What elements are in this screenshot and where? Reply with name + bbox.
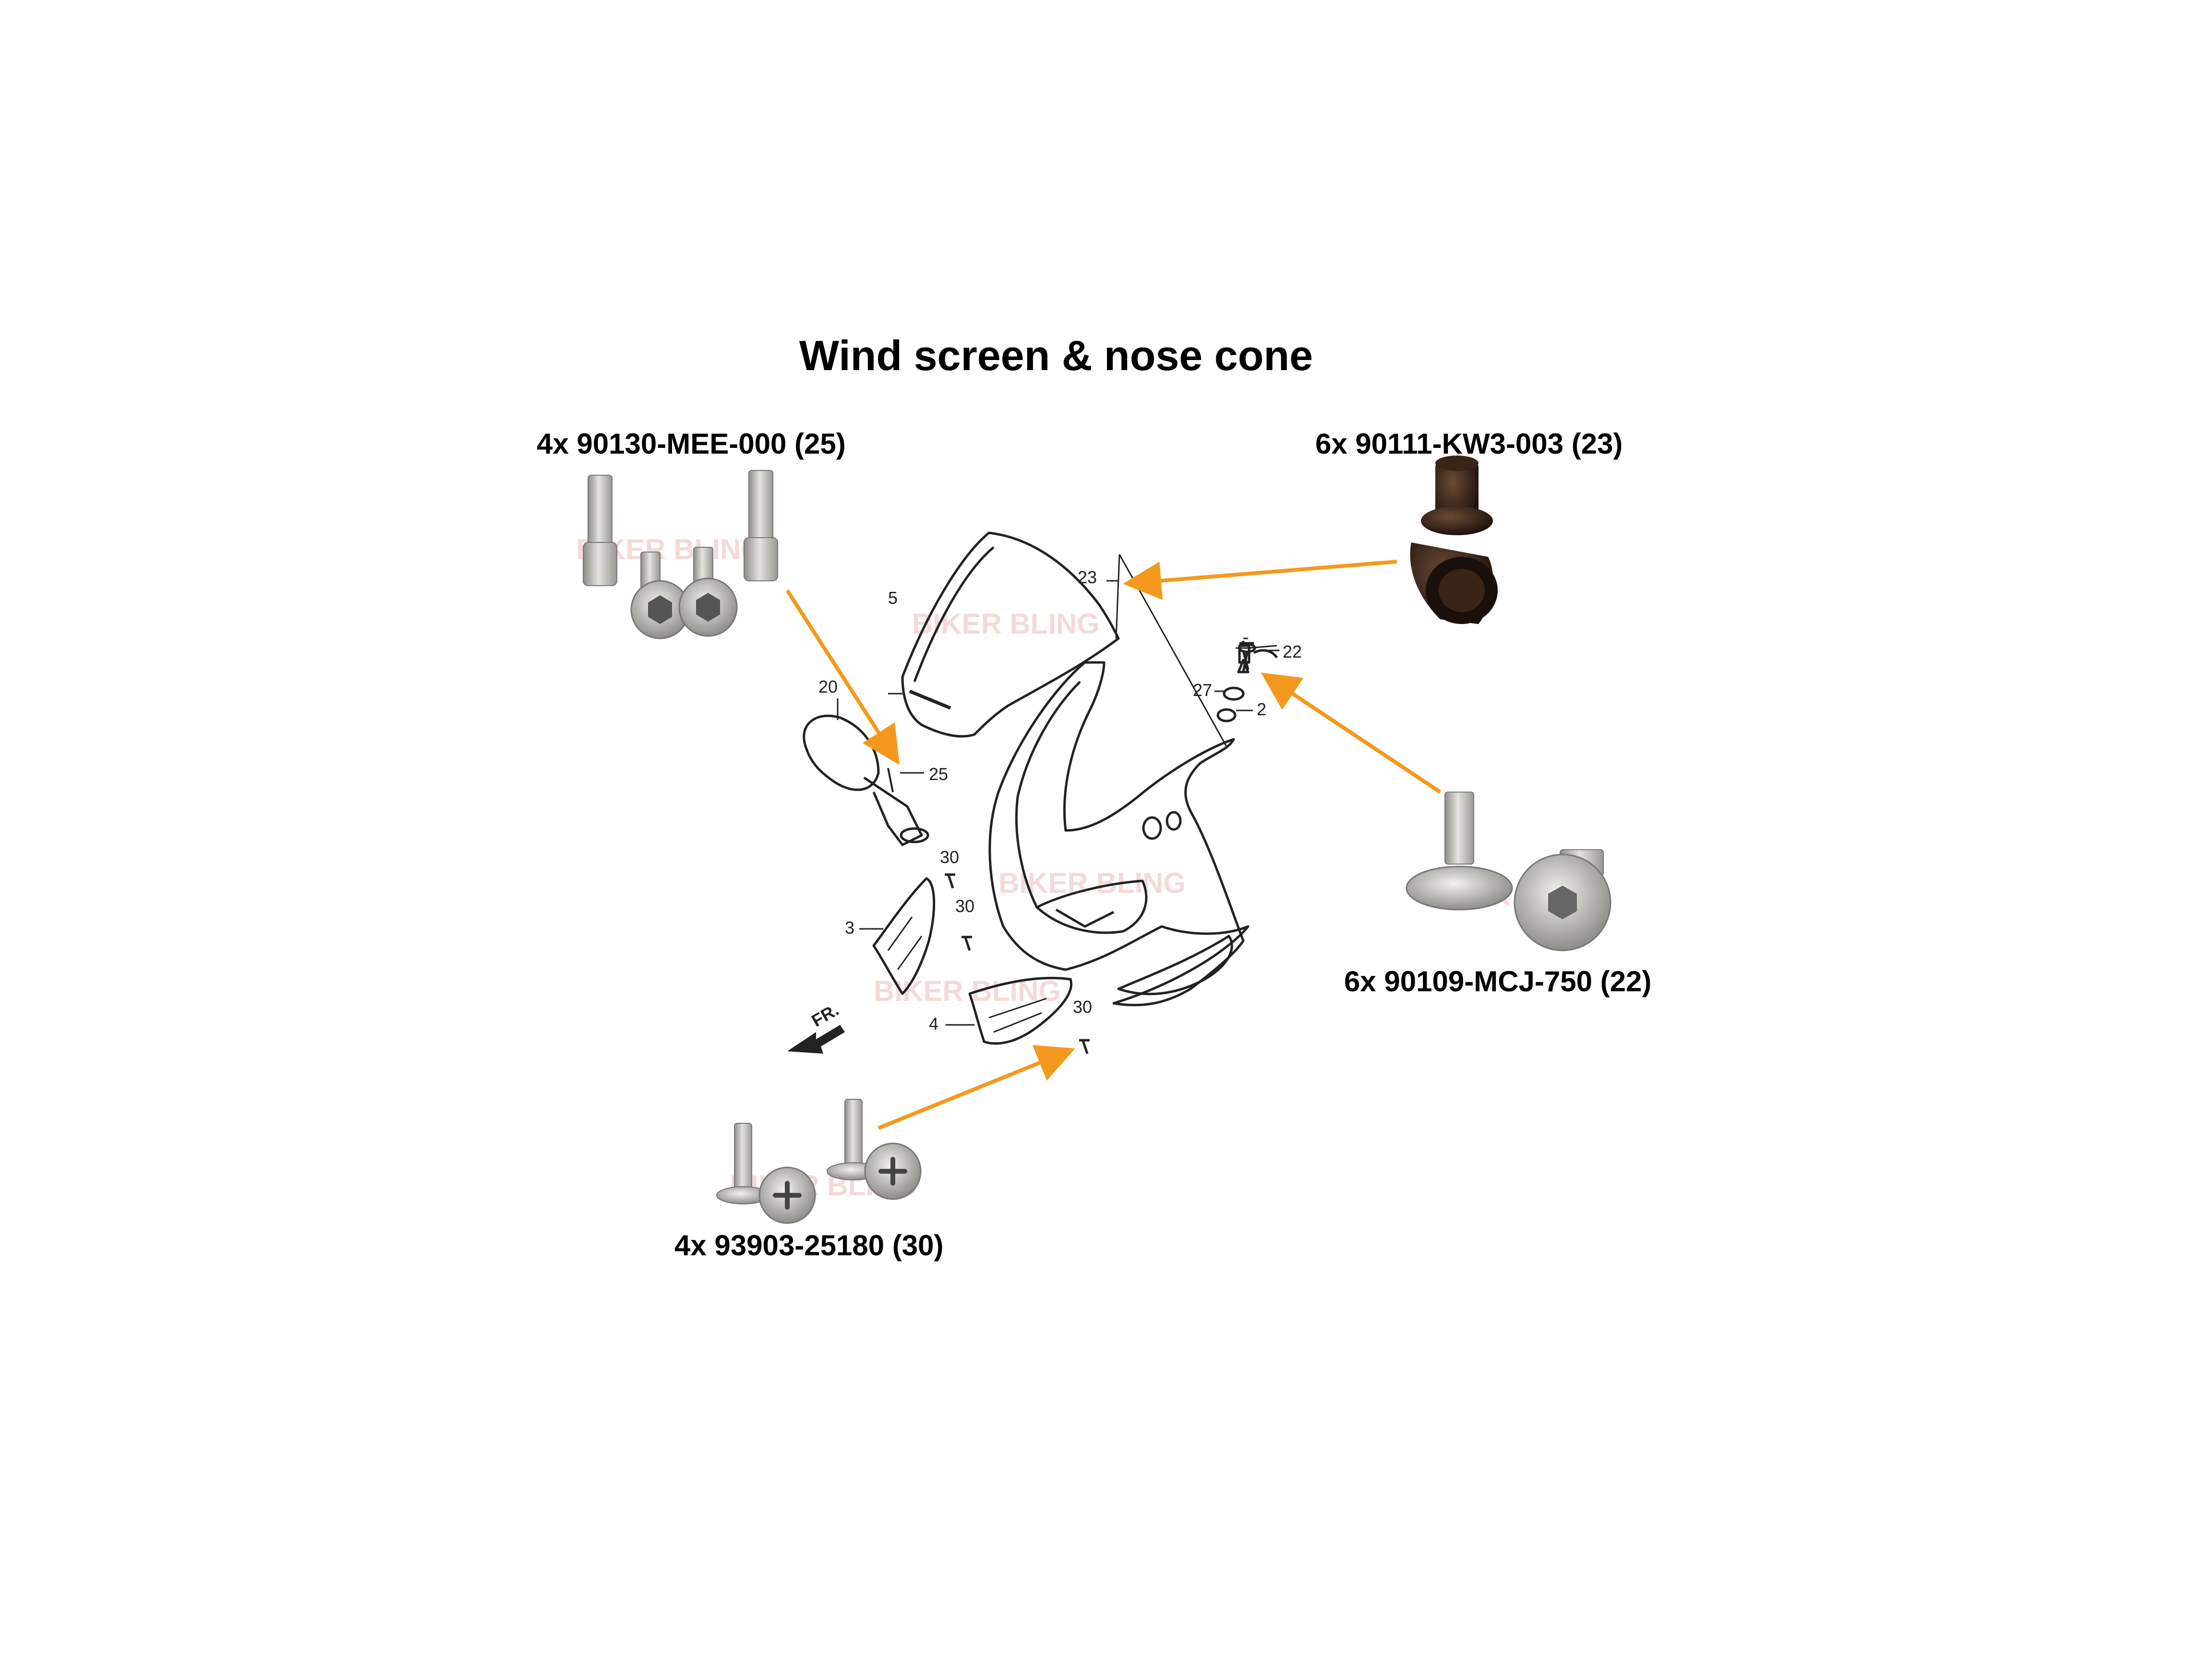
inner-panel-3 [872,877,936,995]
callout-3: 3 [845,918,854,938]
cowl-hole [1142,816,1162,840]
upper-cowl-inner-line [1015,681,1081,908]
bolts-22-photo [1406,792,1611,951]
page-title: Wind screen & nose cone [799,332,1313,379]
grommet-2 [1216,708,1237,722]
lower-duct [1117,935,1233,996]
front-arrow-icon [787,1025,845,1054]
callout-2: 2 [1257,699,1266,719]
screws-30-photo [716,1099,922,1224]
windscreen-outline [901,531,1120,738]
arrow-to-screw [878,1045,1075,1130]
lower-panel-4-ribs [988,998,1047,1033]
washer-27 [1223,686,1245,701]
callout-27: 27 [1193,680,1212,700]
mirror-base [900,827,929,843]
headlight-detail [1055,908,1115,928]
fastener-leader [1248,645,1277,649]
screw-30-drawing [962,936,972,951]
callout-4: 4 [929,1014,938,1034]
arrow-to-wellnut [1123,560,1397,600]
callout-30: 30 [940,847,959,867]
callout-30: 30 [1073,997,1092,1017]
screen-bolt-shaft [1242,651,1249,673]
screw-30-drawing [945,873,955,889]
wellnut-drawing [1253,649,1278,659]
mirror-stalk [863,776,923,846]
cowl-hole [1166,811,1182,831]
front-marker-label: FR. [808,999,842,1031]
orange-pointer-arrows [785,560,1442,1130]
kit-label-wellnuts-23: 6x 90111-KW3-003 (23) [1315,428,1623,460]
kit-label-bolts-25: 4x 90130-MEE-000 (25) [537,428,846,460]
headlight-opening [1035,879,1148,934]
wellnut-drawing [1238,644,1250,664]
kit-label-screws-30: 4x 93903-25180 (30) [674,1229,944,1262]
callout-25: 25 [929,764,948,784]
mirror-bolt-line [887,768,894,793]
callout-30: 30 [955,896,974,916]
callout-5: 5 [888,588,898,608]
arrow-to-mirror-bolt [785,589,900,765]
leader-line [1115,554,1120,639]
inner-panel-3-ribs [887,916,923,970]
fairing-line-drawing [803,531,1279,1054]
upper-cowl-outline [988,661,1250,1007]
front-direction-marker: FR. [787,999,845,1054]
lower-panel-4 [968,976,1072,1045]
wellnuts-23-photo [1410,456,1498,624]
bolts-25-photo [583,470,778,639]
callout-23: 23 [1078,567,1097,587]
watermark-text: BIKER BLING [912,608,1099,640]
mirror-glass [803,714,880,791]
callout-numbers: 5 20 25 23 22 27 2 3 4 30 30 30 [818,567,1302,1034]
kit-label-bolts-22: 6x 90109-MCJ-750 (22) [1344,965,1652,998]
windscreen-edge [913,546,995,682]
screw-30-drawing [1079,1039,1090,1054]
callout-20: 20 [818,677,838,697]
arrow-to-screen-bolt [1261,673,1442,794]
windscreen-logo [909,689,951,710]
callout-22: 22 [1283,642,1302,661]
